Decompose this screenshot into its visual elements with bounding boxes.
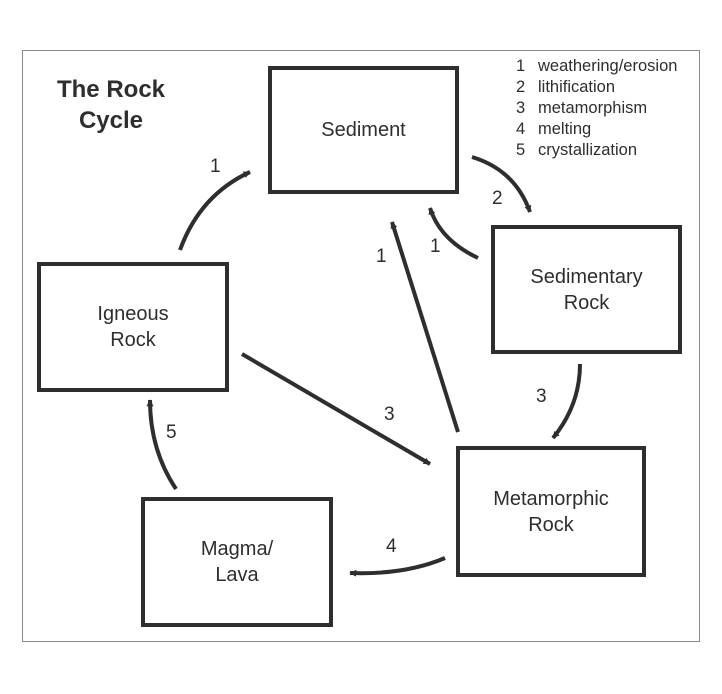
diagram-frame <box>22 50 700 642</box>
diagram-title: The Rock Cycle <box>46 74 176 136</box>
arrow-igneous-to-metamorphic <box>240 352 432 466</box>
arrow-sedimentary-to-sediment <box>428 207 479 260</box>
node-magma-lava: Magma/Lava <box>141 497 333 627</box>
edge-label: 4 <box>386 536 397 557</box>
arrow-igneous-to-sediment <box>178 170 251 251</box>
node-sediment: Sediment <box>268 66 459 194</box>
edge-label: 3 <box>384 404 395 425</box>
edge-label: 1 <box>210 156 221 177</box>
title-line-2: Cycle <box>78 107 144 134</box>
arrow-sediment-to-sedimentary <box>471 155 532 213</box>
arrow-metamorphic-to-magma <box>349 556 446 577</box>
edge-label: 1 <box>376 246 387 267</box>
arrow-magma-to-igneous <box>146 399 178 491</box>
edge-label: 3 <box>536 386 547 407</box>
arrow-sedimentary-to-metamorphic <box>551 363 582 440</box>
arrow-metamorphic-to-sediment <box>390 221 460 433</box>
edge-label: 1 <box>430 236 441 257</box>
title-line-1: The Rock <box>56 76 166 103</box>
edge-label: 2 <box>492 188 503 209</box>
edge-label: 5 <box>166 422 177 443</box>
